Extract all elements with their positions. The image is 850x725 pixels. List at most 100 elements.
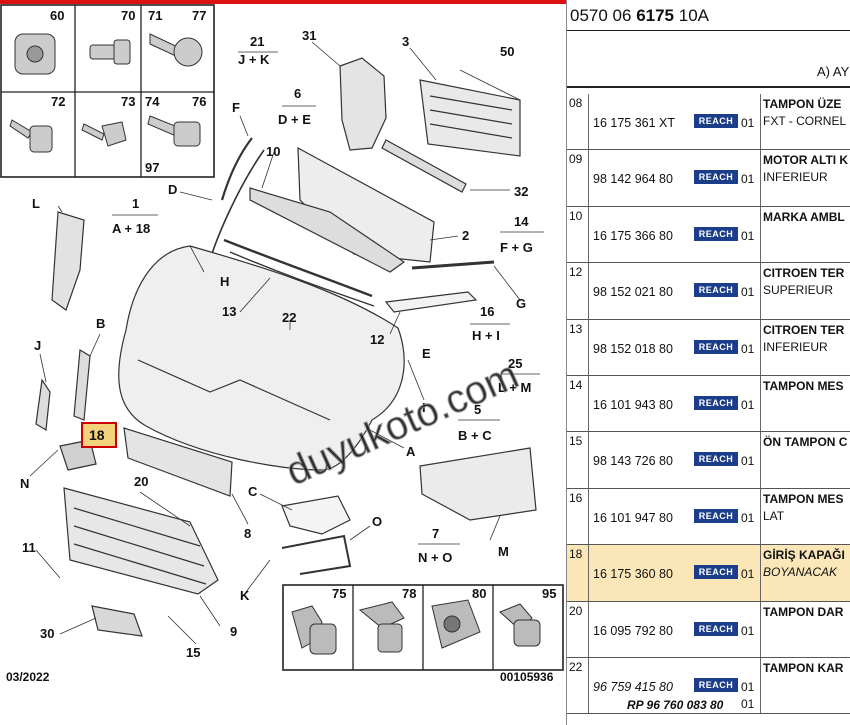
part-number[interactable]: 96 759 415 80 xyxy=(593,679,673,694)
description-title: TAMPON ÜZE xyxy=(763,97,842,111)
callout-18: 18 xyxy=(89,427,105,443)
diagram-callouts: 21 J + K 31 3 50 6 D + E F 10 D 1 A + 18… xyxy=(20,28,533,660)
diagram-date: 03/2022 xyxy=(6,670,50,684)
label-70: 70 xyxy=(121,8,135,23)
quantity: 01 xyxy=(741,172,755,187)
row-number: 08 xyxy=(569,96,583,110)
part-10-grille xyxy=(249,187,406,273)
quantity: 01 xyxy=(741,228,755,243)
column-divider xyxy=(760,601,761,657)
callout-21-sub: J + K xyxy=(238,52,270,67)
quantity: 01 xyxy=(741,285,755,300)
part-O-trim xyxy=(281,534,352,575)
reach-badge: REACH xyxy=(694,283,738,298)
callout-5: 5 xyxy=(474,402,481,417)
description-title: ÖN TAMPON C xyxy=(763,435,848,450)
callout-1: 1 xyxy=(132,196,139,211)
label-75: 75 xyxy=(332,586,346,601)
description-detail: LAT xyxy=(763,508,785,523)
header-red-bar xyxy=(0,0,566,4)
description-title: CITROEN TER xyxy=(763,266,845,281)
quantity: 01 xyxy=(741,567,755,582)
callout-22: 22 xyxy=(282,310,296,325)
label-77: 77 xyxy=(192,8,206,23)
quantity: 01 xyxy=(741,623,755,638)
part-number[interactable]: 98 143 726 80 xyxy=(593,454,673,469)
callout-12: 12 xyxy=(370,332,384,347)
label-80: 80 xyxy=(472,586,486,601)
part-number[interactable]: 98 142 964 80 xyxy=(593,172,673,187)
callout-6-sub: D + E xyxy=(278,112,311,127)
row-number: 12 xyxy=(569,265,583,280)
part-number[interactable]: 16 095 792 80 xyxy=(593,623,673,638)
row-number: 09 xyxy=(569,152,583,167)
part-L-bracket xyxy=(51,211,85,311)
callout-9: 9 xyxy=(230,624,237,639)
part-B-strip xyxy=(73,348,91,421)
part-number[interactable]: 16 101 943 80 xyxy=(593,397,673,412)
description-title: MOTOR ALTI K xyxy=(763,153,849,168)
callout-A: A xyxy=(406,444,416,459)
part-number[interactable]: 98 152 018 80 xyxy=(593,341,673,356)
part-number[interactable]: 98 152 021 80 xyxy=(593,285,673,300)
reach-badge: REACH xyxy=(694,565,738,580)
part-C-trim xyxy=(281,495,351,535)
callout-B: B xyxy=(96,316,105,331)
part-13-chevron xyxy=(223,238,373,298)
column-divider xyxy=(760,375,761,432)
callout-15: 15 xyxy=(186,645,200,660)
callout-1-sub: A + 18 xyxy=(112,221,150,236)
description-detail: BOYANACAK xyxy=(763,565,838,580)
callout-K: K xyxy=(240,588,250,603)
replacement-part-number[interactable]: RP 96 760 083 80 xyxy=(627,697,724,712)
part-20-grille xyxy=(63,487,219,595)
column-divider xyxy=(588,545,589,601)
label-60: 60 xyxy=(50,8,64,23)
description-title: TAMPON MES xyxy=(763,378,844,393)
row-number: 18 xyxy=(569,547,583,562)
screw-73-icon xyxy=(81,121,127,147)
row-number: 10 xyxy=(569,208,583,223)
part-number[interactable]: 16 101 947 80 xyxy=(593,510,673,525)
callout-6: 6 xyxy=(294,86,301,101)
callout-O: O xyxy=(372,514,382,529)
callout-50: 50 xyxy=(500,44,514,59)
part-number[interactable]: 16 175 361 XT xyxy=(593,116,676,130)
callout-31: 31 xyxy=(302,28,316,43)
callout-14: 14 xyxy=(514,214,529,229)
reach-badge: REACH xyxy=(694,621,738,636)
label-74: 74 xyxy=(145,94,160,109)
part-number[interactable]: 16 175 366 80 xyxy=(593,228,673,243)
callout-11: 11 xyxy=(22,540,36,555)
row-number: 20 xyxy=(569,603,583,618)
column-divider xyxy=(760,657,761,714)
label-73: 73 xyxy=(121,94,135,109)
part-number[interactable]: 16 175 360 80 xyxy=(593,567,673,582)
callout-5-sub: B + C xyxy=(458,428,492,443)
rivet-60-icon xyxy=(14,33,56,75)
callout-16-sub: H + I xyxy=(472,328,500,343)
column-divider xyxy=(588,150,589,206)
screw-71-77-icon xyxy=(149,33,203,67)
description-detail: INFERIEUR xyxy=(763,170,828,185)
trim-D xyxy=(209,149,265,261)
quantity: 01 xyxy=(741,116,755,130)
table-top-rule xyxy=(567,86,850,88)
column-divider xyxy=(760,545,761,601)
quantity: 01 xyxy=(741,679,755,694)
row-number: 22 xyxy=(569,659,583,674)
callout-L: L xyxy=(32,196,40,211)
